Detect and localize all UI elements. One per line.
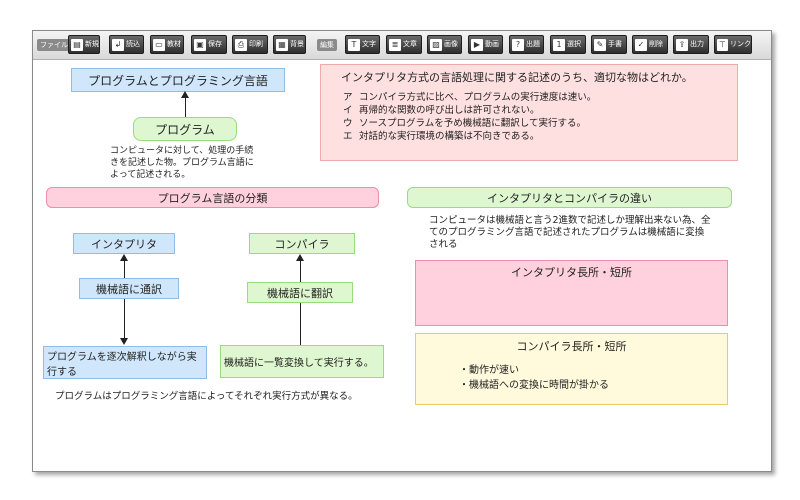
link-icon: ⊤ <box>717 38 728 51</box>
interpreter-pros-cons-title: インタプリタ長所・短所 <box>511 266 632 279</box>
option-text: ソースプログラムを予め機械語に翻訳して実行する。 <box>359 118 586 129</box>
save-icon: ▣ <box>194 38 206 51</box>
question-option[interactable]: イ再帰的な関数の呼び出しは許可されない。 <box>343 104 596 117</box>
toolbar-button-label: 新規 <box>85 40 99 48</box>
sentence-icon: ≣ <box>389 38 401 51</box>
classification-header[interactable]: プログラム言語の分類 <box>46 187 379 208</box>
program-description: コンピュータに対して、処理の手続きを記述した物。プログラム言語によって記述される… <box>110 146 254 180</box>
connector-line <box>185 97 186 117</box>
toolbar-button-label: 出力 <box>690 40 704 48</box>
compiler-point: ・機械語への変換に時間が掛かる <box>459 380 609 391</box>
option-mark: エ <box>343 131 353 142</box>
toolbar-button-label: リンク <box>730 40 751 48</box>
connector-line <box>124 299 125 339</box>
toolbar-button-label: 保存 <box>208 40 222 48</box>
toolbar-button[interactable]: ?出題 <box>509 35 544 54</box>
file-menu-label[interactable]: ファイル <box>37 39 71 51</box>
question-text: インタプリタ方式の言語処理に関する記述のうち、適切な物はどれか。 <box>341 71 693 84</box>
toolbar-button[interactable]: ▦背景 <box>273 35 306 54</box>
load-icon: ↲ <box>112 38 124 51</box>
toolbar-button[interactable]: ▶動画 <box>468 35 503 54</box>
toolbar-button-label: 動画 <box>485 40 499 48</box>
text-icon: T <box>348 38 360 51</box>
toolbar-button[interactable]: ▤新規 <box>68 35 100 54</box>
question-option[interactable]: ウソースプログラムを予め機械語に翻訳して実行する。 <box>343 117 596 130</box>
toolbar-button-label: 削除 <box>649 40 663 48</box>
question-options: アコンパイラ方式に比べ、プログラムの実行速度は速い。イ再帰的な関数の呼び出しは許… <box>343 91 596 143</box>
toolbar-button-label: 画像 <box>444 40 458 48</box>
pen-icon: ✎ <box>594 38 606 51</box>
program-box[interactable]: プログラム <box>133 117 237 141</box>
toolbar-button[interactable]: ⊤リンク <box>714 35 752 54</box>
video-icon: ▶ <box>471 38 483 51</box>
interpreter-step-box[interactable]: 機械語に通訳 <box>79 278 179 299</box>
toolbar-button-label: 教材 <box>167 40 181 48</box>
toolbar-button[interactable]: ≣文章 <box>386 35 422 54</box>
arrow-up-head <box>296 254 304 261</box>
print-icon: ⎙ <box>235 38 247 51</box>
compiler-point: ・動作が速い <box>459 365 519 376</box>
material-icon: ▭ <box>153 38 165 51</box>
question-icon: ? <box>512 38 524 51</box>
toolbar-button[interactable]: ▭教材 <box>150 35 184 54</box>
compiler-step-box[interactable]: 機械語に翻訳 <box>247 282 353 303</box>
interpreter-pros-cons-box[interactable]: インタプリタ長所・短所 <box>415 260 728 326</box>
difference-header[interactable]: インタプリタとコンパイラの違い <box>407 187 732 208</box>
choice-icon: 1 <box>553 38 565 51</box>
option-text: 再帰的な関数の呼び出しは許可されない。 <box>359 105 540 116</box>
footer-note: プログラムはプログラミング言語によってそれぞれ実行方式が異なる。 <box>55 391 358 402</box>
toolbar-button-label: 出題 <box>526 40 540 48</box>
toolbar-button-label: 文字 <box>362 40 376 48</box>
interpreter-box[interactable]: インタプリタ <box>73 233 175 254</box>
program-language-title-box[interactable]: プログラムとプログラミング言語 <box>71 68 285 92</box>
option-mark: ア <box>343 92 353 103</box>
eraser-icon: ✓ <box>635 38 647 51</box>
toolbar-button[interactable]: ✎手書 <box>591 35 627 54</box>
option-mark: イ <box>343 105 353 116</box>
option-mark: ウ <box>343 118 353 129</box>
toolbar-button-label: 手書 <box>608 40 622 48</box>
new-page-icon: ▤ <box>71 38 83 51</box>
difference-description: コンピュータは機械語と言う2進数で記述しか理解出来ない為、全てのプログラミング言… <box>429 215 711 250</box>
arrow-up-head <box>120 254 128 261</box>
export-icon: ⇪ <box>676 38 688 51</box>
arrow-down-head <box>120 338 128 345</box>
question-box: インタプリタ方式の言語処理に関する記述のうち、適切な物はどれか。 アコンパイラ方… <box>320 64 738 161</box>
toolbar-button-label: 選択 <box>567 40 581 48</box>
toolbar-button[interactable]: ▨画像 <box>427 35 462 54</box>
toolbar-button-label: 印刷 <box>249 40 263 48</box>
toolbar-button[interactable]: ↲読込 <box>109 35 144 54</box>
edit-menu-label[interactable]: 編集 <box>317 39 337 51</box>
compiler-description-box[interactable]: 機械語に一覧変換して実行する。 <box>220 345 384 378</box>
toolbar-button-label: 読込 <box>126 40 140 48</box>
toolbar-button[interactable]: ▣保存 <box>191 35 227 54</box>
image-icon: ▨ <box>430 38 442 51</box>
connector-line <box>300 303 301 345</box>
option-text: 対話的な実行環境の構築は不向きである。 <box>359 131 540 142</box>
toolbar-button-label: 背景 <box>290 40 304 48</box>
option-text: コンパイラ方式に比べ、プログラムの実行速度は速い。 <box>359 92 597 103</box>
question-option[interactable]: アコンパイラ方式に比べ、プログラムの実行速度は速い。 <box>343 91 596 104</box>
interpreter-description-box[interactable]: プログラムを逐次解釈しながら実行する <box>43 346 207 379</box>
toolbar-button-label: 文章 <box>403 40 417 48</box>
toolbar-button[interactable]: ⎙印刷 <box>232 35 268 54</box>
background-icon: ▦ <box>276 38 288 51</box>
arrow-up-head <box>181 91 189 98</box>
toolbar-button[interactable]: ⇪出力 <box>673 35 709 54</box>
connector-line <box>124 260 125 278</box>
connector-line <box>300 260 301 282</box>
question-option[interactable]: エ対話的な実行環境の構築は不向きである。 <box>343 130 596 143</box>
compiler-pros-cons-title: コンパイラ長所・短所 <box>516 340 627 353</box>
compiler-pros-cons-box[interactable]: コンパイラ長所・短所 ・動作が速い ・機械語への変換に時間が掛かる <box>415 333 728 405</box>
toolbar-button[interactable]: ✓削除 <box>632 35 668 54</box>
compiler-box[interactable]: コンパイラ <box>249 233 355 254</box>
